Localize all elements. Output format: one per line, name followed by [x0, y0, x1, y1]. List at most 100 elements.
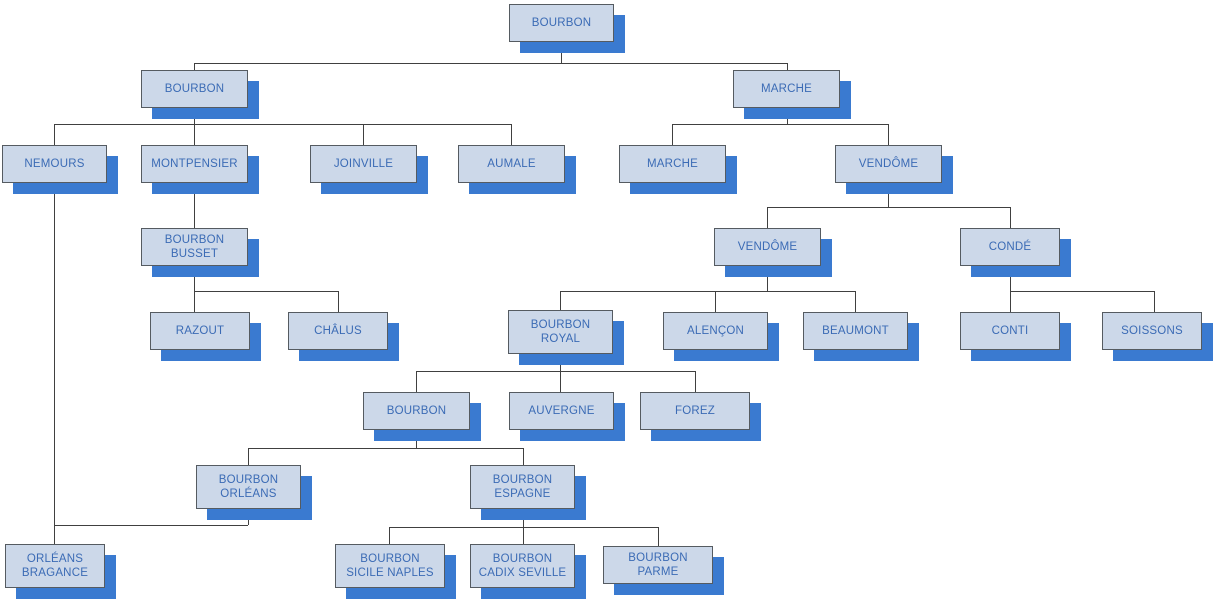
node-box[interactable]: BOURBON SICILE NAPLES [335, 544, 445, 588]
tree-node[interactable]: BOURBON CADIX SEVILLE [470, 544, 586, 599]
connector-line [672, 124, 673, 145]
node-box[interactable]: SOISSONS [1102, 312, 1202, 350]
node-label: BOURBON SICILE NAPLES [346, 553, 434, 579]
tree-node[interactable]: ORLÉANS BRAGANCE [5, 544, 116, 599]
connector-line [560, 291, 855, 292]
connector-line [194, 291, 195, 312]
node-label: MARCHE [646, 158, 699, 170]
connector-line [560, 291, 561, 310]
node-box[interactable]: ORLÉANS BRAGANCE [5, 544, 105, 588]
node-label: BOURBON [164, 83, 225, 95]
tree-node[interactable]: MONTPENSIER [141, 145, 259, 194]
tree-node[interactable]: RAZOUT [150, 312, 261, 361]
node-box[interactable]: ALENÇON [663, 312, 768, 350]
tree-node[interactable]: CONTI [960, 312, 1071, 361]
node-box[interactable]: BOURBON ORLÉANS [196, 465, 301, 509]
node-box[interactable]: BOURBON BUSSET [141, 228, 248, 266]
connector-line [511, 124, 512, 145]
node-box[interactable]: MARCHE [619, 145, 726, 183]
node-box[interactable]: BOURBON CADIX SEVILLE [470, 544, 575, 588]
connector-line [767, 266, 768, 291]
tree-node[interactable]: VENDÔME [714, 228, 832, 277]
node-label: BOURBON ESPAGNE [492, 474, 553, 500]
connector-line [855, 291, 856, 312]
tree-node[interactable]: BEAUMONT [803, 312, 919, 361]
tree-node[interactable]: BOURBON BUSSET [141, 228, 259, 277]
node-label: BOURBON [531, 17, 592, 29]
connector-line [888, 183, 889, 207]
tree-node[interactable]: FOREZ [640, 392, 761, 441]
connector-line [194, 266, 195, 291]
node-box[interactable]: BOURBON PARME [603, 546, 713, 584]
node-box[interactable]: MONTPENSIER [141, 145, 248, 183]
node-box[interactable]: BOURBON [141, 70, 248, 108]
node-box[interactable]: BOURBON [363, 392, 470, 430]
connector-line [248, 448, 249, 465]
node-label: BOURBON ROYAL [530, 319, 591, 345]
node-label: BOURBON [386, 405, 447, 417]
node-box[interactable]: CONDÉ [960, 228, 1060, 266]
connector-line [767, 207, 1010, 208]
node-box[interactable]: VENDÔME [835, 145, 942, 183]
node-box[interactable]: JOINVILLE [310, 145, 417, 183]
tree-node[interactable]: BOURBON [509, 4, 625, 53]
node-box[interactable]: BOURBON ESPAGNE [470, 465, 575, 509]
node-label: FOREZ [675, 405, 715, 417]
node-box[interactable]: CHÂLUS [288, 312, 388, 350]
node-label: VENDÔME [858, 158, 919, 170]
node-box[interactable]: BOURBON [509, 4, 614, 42]
tree-node[interactable]: AUMALE [458, 145, 576, 194]
connector-line [54, 124, 512, 125]
connector-line [1010, 291, 1154, 292]
tree-node[interactable]: BOURBON ESPAGNE [470, 465, 586, 520]
node-box[interactable]: VENDÔME [714, 228, 821, 266]
connector-line [1010, 266, 1011, 291]
tree-node[interactable]: SOISSONS [1102, 312, 1213, 361]
tree-node[interactable]: BOURBON [363, 392, 481, 441]
node-box[interactable]: BEAUMONT [803, 312, 908, 350]
connector-line [560, 371, 561, 392]
node-label: CONTI [991, 325, 1029, 337]
connector-line [715, 291, 716, 312]
tree-node[interactable]: MARCHE [619, 145, 737, 194]
tree-node[interactable]: BOURBON SICILE NAPLES [335, 544, 456, 599]
node-box[interactable]: NEMOURS [2, 145, 107, 183]
connector-line [194, 63, 787, 64]
node-label: BOURBON CADIX SEVILLE [478, 553, 567, 579]
node-label: VENDÔME [737, 241, 798, 253]
connector-line [695, 371, 696, 392]
connector-line [523, 527, 524, 544]
node-box[interactable]: MARCHE [733, 70, 840, 108]
tree-node[interactable]: BOURBON ROYAL [508, 310, 624, 365]
tree-node[interactable]: BOURBON PARME [603, 546, 724, 595]
tree-node[interactable]: BOURBON ORLÉANS [196, 465, 312, 520]
tree-node[interactable]: ALENÇON [663, 312, 779, 361]
node-label: RAZOUT [175, 325, 225, 337]
connector-line [1154, 291, 1155, 312]
connector-line [54, 525, 248, 526]
tree-node[interactable]: CHÂLUS [288, 312, 399, 361]
connector-line [389, 527, 390, 544]
connector-line [54, 183, 55, 544]
tree-node[interactable]: JOINVILLE [310, 145, 428, 194]
node-box[interactable]: BOURBON ROYAL [508, 310, 613, 354]
tree-node[interactable]: NEMOURS [2, 145, 118, 194]
tree-node[interactable]: MARCHE [733, 70, 851, 119]
node-box[interactable]: AUVERGNE [509, 392, 614, 430]
node-label: AUMALE [487, 158, 536, 170]
connector-line [248, 448, 523, 449]
tree-node[interactable]: BOURBON [141, 70, 259, 119]
connector-line [338, 291, 339, 312]
tree-node[interactable]: AUVERGNE [509, 392, 625, 441]
connector-line [416, 371, 695, 372]
tree-node[interactable]: CONDÉ [960, 228, 1071, 277]
node-label: JOINVILLE [333, 158, 394, 170]
node-box[interactable]: RAZOUT [150, 312, 250, 350]
tree-node[interactable]: VENDÔME [835, 145, 953, 194]
node-box[interactable]: CONTI [960, 312, 1060, 350]
connector-line [363, 124, 364, 145]
node-label: BOURBON BUSSET [164, 234, 225, 260]
node-box[interactable]: FOREZ [640, 392, 750, 430]
node-box[interactable]: AUMALE [458, 145, 565, 183]
